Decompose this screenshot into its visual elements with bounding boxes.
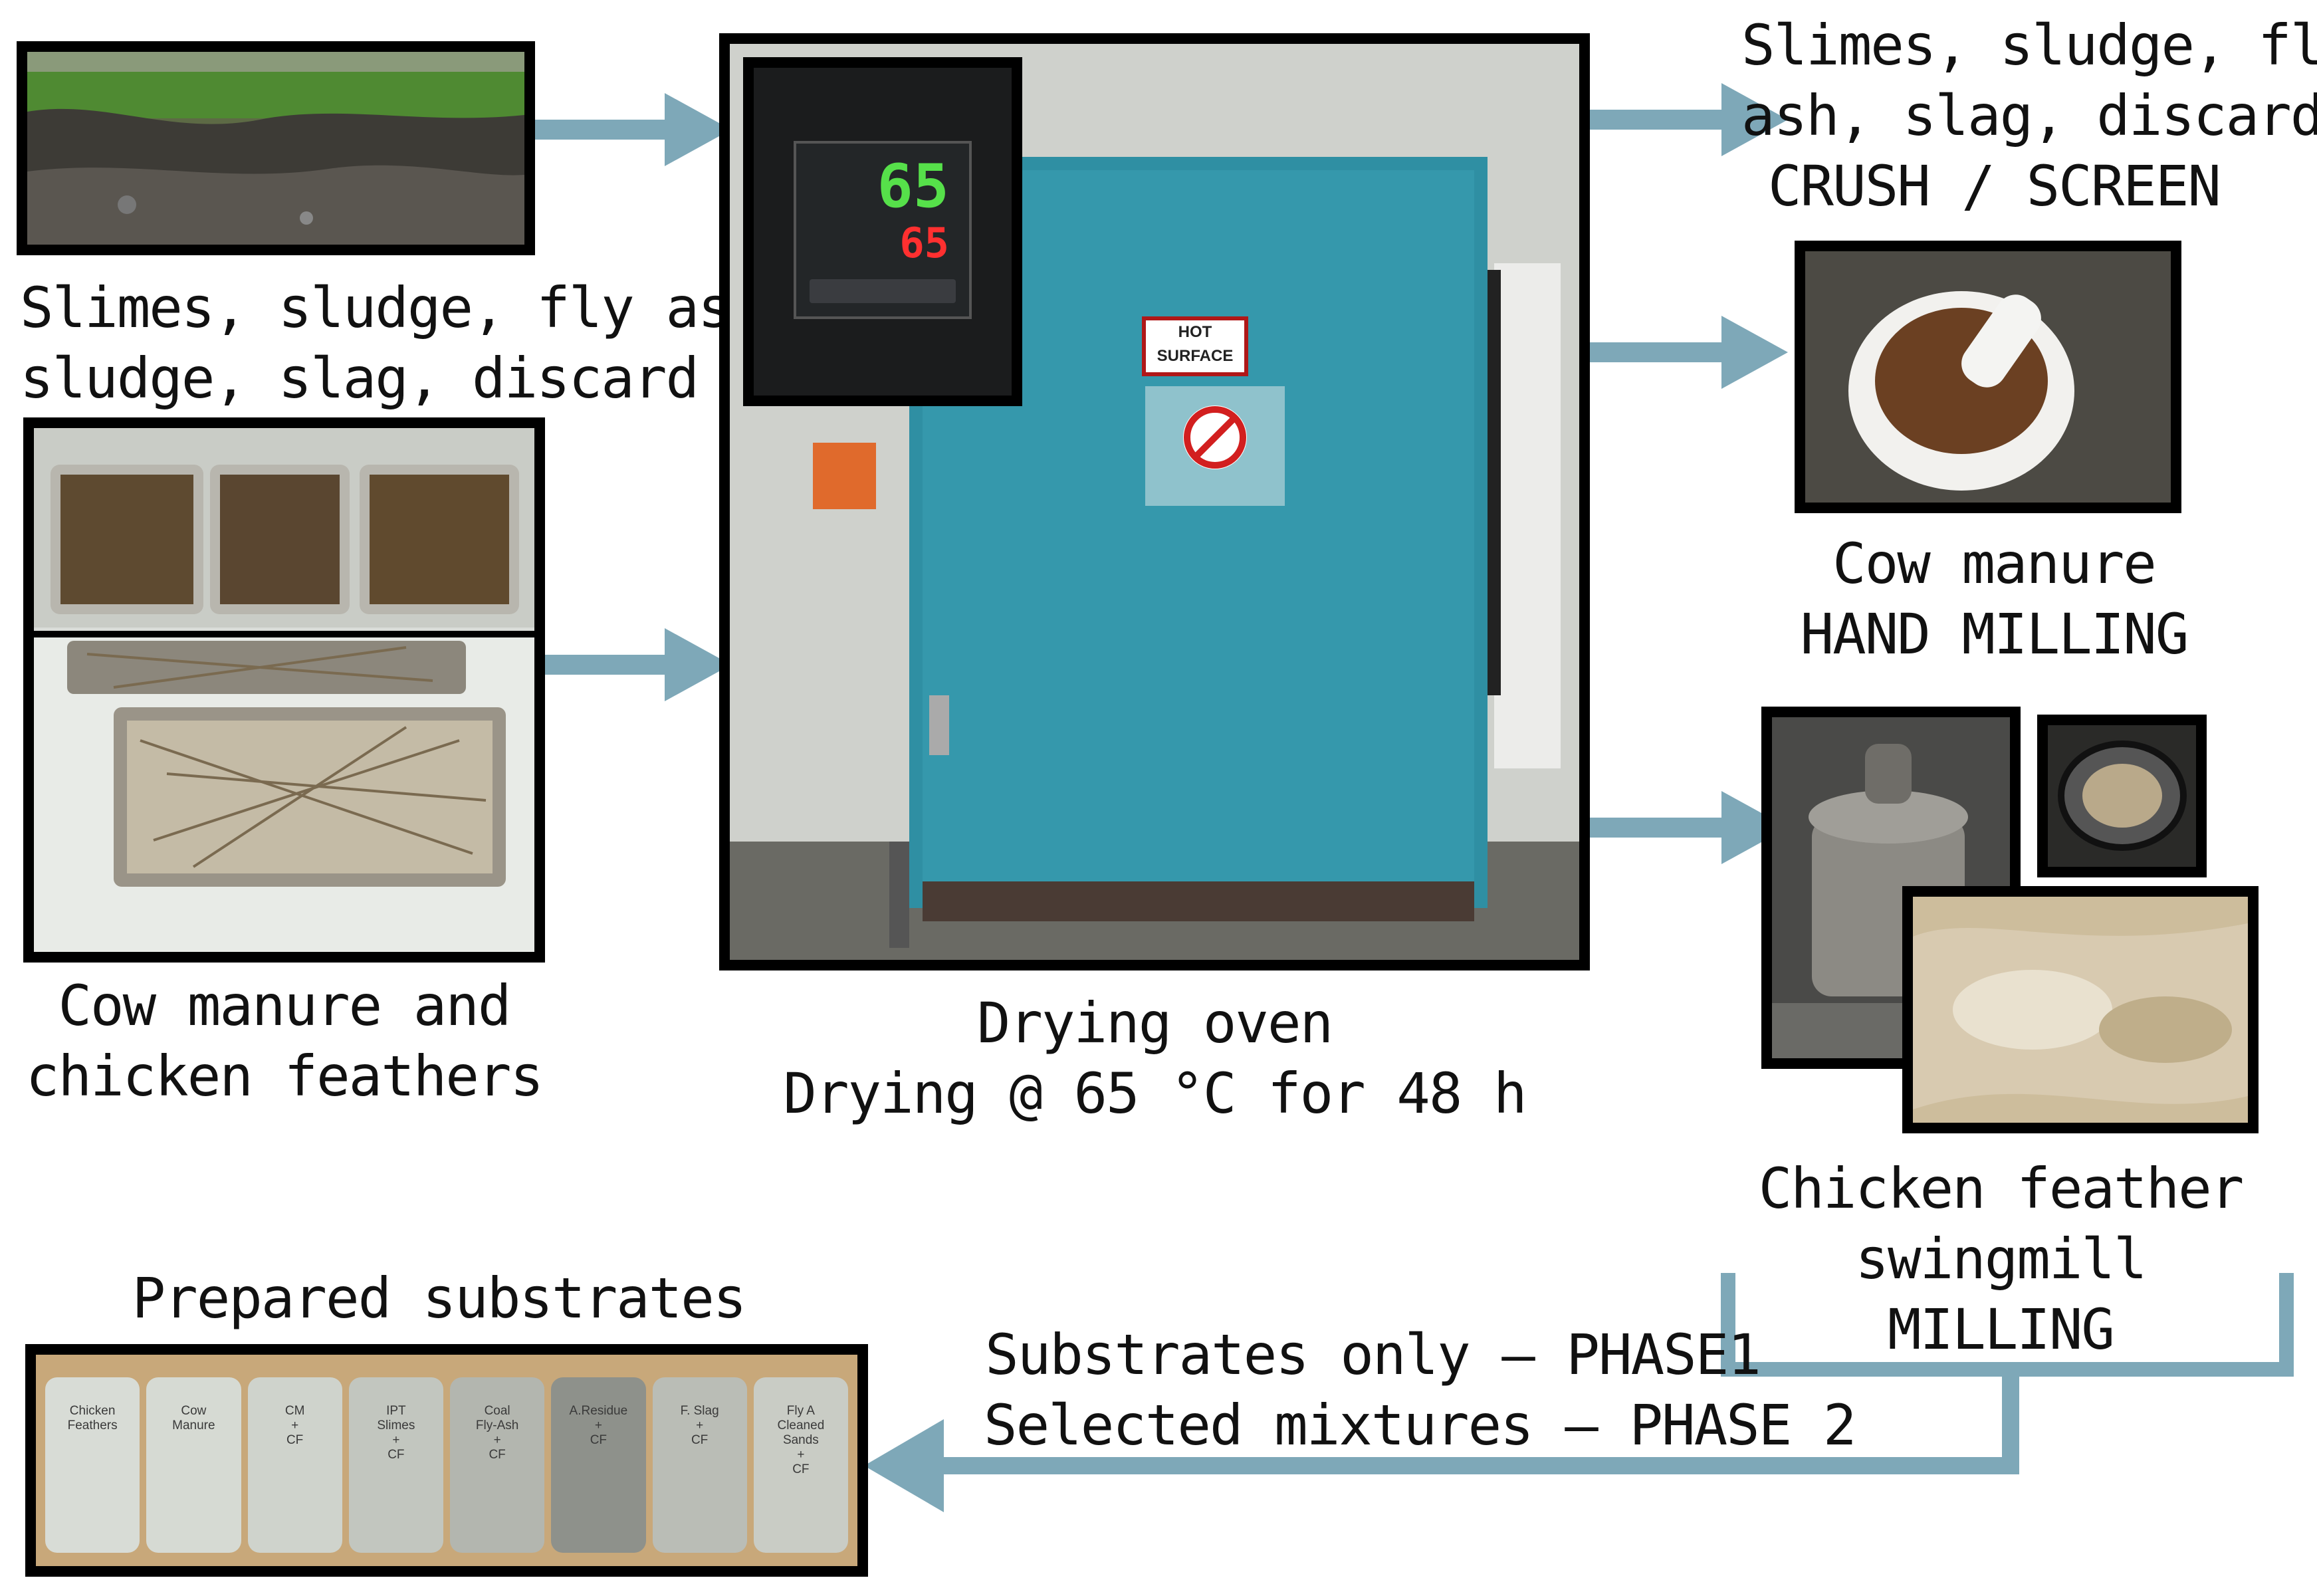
jar-label-line: Fly A xyxy=(786,1404,815,1418)
jar-label-line: CF xyxy=(489,1448,506,1462)
jar-label-line: + xyxy=(696,1419,704,1432)
jar-label-line: Manure xyxy=(172,1419,215,1432)
prepared-substrates-title: Prepared substrates xyxy=(132,1266,747,1331)
jar-label-line: Slimes xyxy=(377,1419,415,1432)
drying-oven-label: Drying oven Drying @ 65 °C for 48 h xyxy=(783,990,1527,1126)
arrow-head xyxy=(1721,83,1788,156)
jar-label-line: IPT xyxy=(386,1404,406,1418)
crush-screen-label: Slimes, sludge, fly ash, slag, discard C… xyxy=(1741,13,2317,219)
jar-label-line: CF xyxy=(792,1462,810,1476)
controller-buttons xyxy=(810,279,956,303)
jar-label-line: + xyxy=(594,1419,602,1432)
jar-label-line: CF xyxy=(387,1448,405,1462)
arrow-to-prepared xyxy=(937,1369,2019,1474)
jar-label-line: F. Slag xyxy=(680,1404,719,1418)
jar-label-line: CF xyxy=(590,1433,607,1447)
jar-label-line: CF xyxy=(691,1433,709,1447)
waste-heap-photo xyxy=(17,41,535,255)
jar-label-line: Feathers xyxy=(67,1419,118,1432)
waste-input-label: Slimes, sludge, fly ash, sludge, slag, d… xyxy=(20,275,796,411)
jar-label-line: + xyxy=(291,1419,299,1432)
display-setpoint: 65 xyxy=(877,152,949,221)
temperature-controller-inset: 65 65 xyxy=(743,57,1022,406)
substrate-jar: A.Residue+CF xyxy=(551,1377,646,1553)
manure-feathers-label: Cow manure and chicken feathers xyxy=(25,973,544,1109)
hand-milling-label: Cow manure HAND MILLING xyxy=(1800,531,2189,667)
drying-oven-photo: HOT SURFACE 65 65 xyxy=(719,33,1590,970)
substrate-jar: CM+CF xyxy=(247,1377,342,1553)
jar-label-line: Chicken xyxy=(69,1404,116,1418)
arrow-head xyxy=(864,1419,944,1512)
arrow-head xyxy=(1721,316,1788,389)
manure-feathers-photo xyxy=(23,417,545,963)
jar-label-line: + xyxy=(493,1433,501,1447)
mortar-pestle-photo xyxy=(1795,241,2181,513)
jar-label-line: CF xyxy=(286,1433,304,1447)
jar-label-line: CM xyxy=(284,1404,305,1418)
jar-label-line: Fly-Ash xyxy=(475,1419,519,1432)
controller-panel: 65 65 xyxy=(794,141,972,319)
jar-label-line: + xyxy=(797,1448,805,1462)
substrate-jar: F. Slag+CF xyxy=(652,1377,747,1553)
phase-label: Substrates only – PHASE1 Selected mixtur… xyxy=(984,1322,1856,1458)
arrow-head xyxy=(1721,791,1788,864)
jar-label-line: Cleaned xyxy=(777,1419,825,1432)
jar-label-line: Sands xyxy=(782,1433,819,1447)
arrow-head xyxy=(665,93,731,166)
jar-label-line: Cow xyxy=(181,1404,207,1418)
display-actual: 65 xyxy=(899,219,949,267)
swingmill-bowl-photo xyxy=(2037,715,2207,877)
swingmill-label: Chicken feather swingmill MILLING xyxy=(1758,1156,2245,1362)
arrow-head xyxy=(665,628,731,701)
hot-surface-sign: HOT SURFACE xyxy=(1142,316,1248,376)
jar-label-line: A.Residue xyxy=(569,1404,628,1418)
jar-label-line: Coal xyxy=(484,1404,510,1418)
jar-label-line: + xyxy=(392,1433,400,1447)
milled-feathers-bag-photo xyxy=(1902,886,2259,1133)
